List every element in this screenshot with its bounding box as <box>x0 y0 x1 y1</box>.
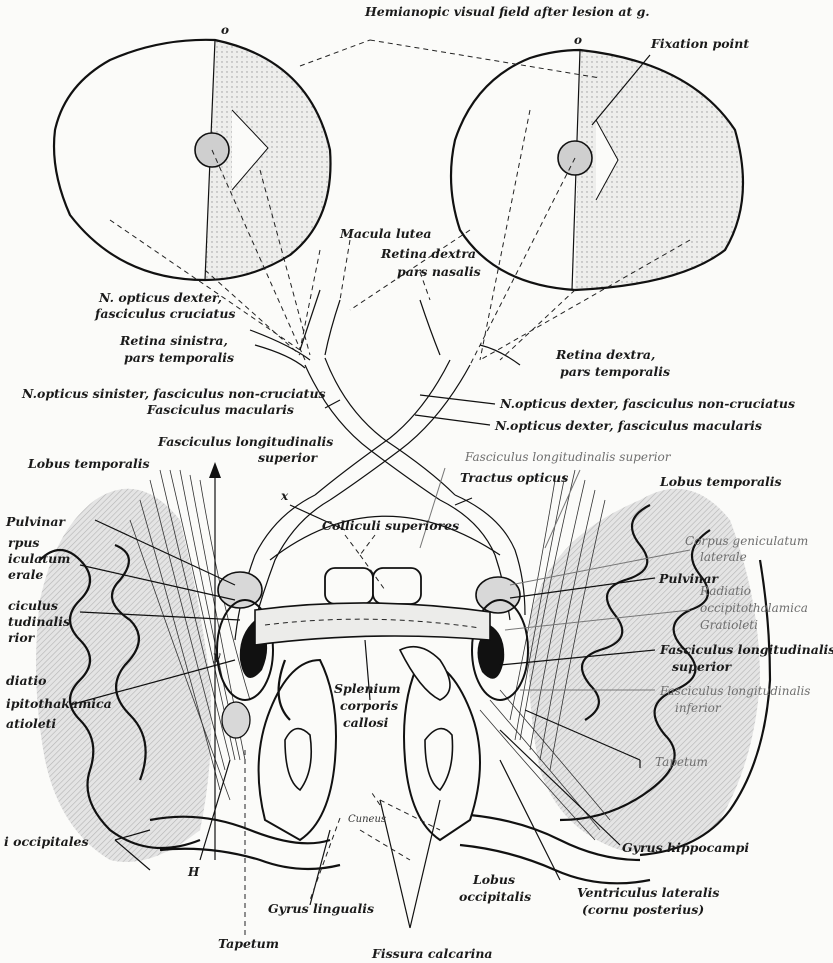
label-retina-dextra-temporalis-1: Retina dextra, <box>555 347 655 362</box>
left-retina-curve <box>250 330 310 360</box>
label-lobus-occipitalis-1: Lobus <box>472 872 515 887</box>
label-fasc-long-sup-right-2: superior <box>672 659 732 674</box>
label-splenium-2: corporis <box>340 698 398 713</box>
label-lobus-occipitalis-2: occipitalis <box>459 889 531 904</box>
left-lower-nucleus <box>222 702 250 738</box>
right-visual-field <box>451 50 743 290</box>
label-macula-lutea: Macula lutea <box>339 226 432 241</box>
label-n-opticus-dexter-cruc-1: N. opticus dexter, <box>98 290 222 305</box>
label-pulvinar-left: Pulvinar <box>5 514 66 529</box>
label-n-opticus-dexter-macularis: N.opticus dexter, fasciculus macularis <box>494 418 762 433</box>
label-ventriculus-1: Ventriculus lateralis <box>577 885 719 900</box>
left-visual-field <box>54 40 331 280</box>
label-tapetum-right: Tapetum <box>655 755 708 769</box>
label-retina-sinistra-2: pars temporalis <box>124 350 234 365</box>
label-n-opticus-dexter-cruc-2: fasciculus cruciatus <box>94 306 235 321</box>
label-retina-dextra-temporalis-2: pars temporalis <box>560 364 670 379</box>
label-fasc-long-sup-left-2: superior <box>258 450 318 465</box>
label-fasc-long-inf-right-2: inferior <box>675 701 722 715</box>
label-lobus-temporalis-left: Lobus temporalis <box>27 456 150 471</box>
label-radiatio-right-2: occipitothalamica <box>700 601 808 615</box>
label-poli-occipitales: i occipitales <box>4 834 89 849</box>
label-splenium-1: Splenium <box>334 681 401 696</box>
label-n-opticus-sinister: N.opticus sinister, fasciculus non-cruci… <box>21 386 326 401</box>
label-radiatio-left-1: diatio <box>6 673 46 688</box>
label-lobus-temporalis-right: Lobus temporalis <box>659 474 782 489</box>
right-pulvinar-body <box>476 577 520 613</box>
label-hemianopic: Hemianopic visual field after lesion at … <box>364 4 650 19</box>
label-fasc-long-sup-left-1: Fasciculus longitudinalis <box>157 434 333 449</box>
right-hemisphere <box>460 470 770 883</box>
label-fasc-long-sup-right-1: Fasciculus longitudinalis <box>659 642 833 657</box>
label-fasc-long-left-cut-1: ciculus <box>8 598 58 613</box>
label-o-right: o <box>574 33 582 47</box>
label-fasc-long-inf-right-1: Fasciculus longitudinalis <box>659 684 810 698</box>
label-colliculi-superiores: Colliculi superiores <box>322 518 459 533</box>
right-colliculus <box>373 568 421 604</box>
label-corpus-gen-right-1: Corpus geniculatum <box>685 534 808 548</box>
label-fissura-calcarina: Fissura calcarina <box>371 946 493 961</box>
label-fasc-long-left-cut-2: tudinalis <box>8 614 70 629</box>
label-ventriculus-2: (cornu posterius) <box>582 902 704 917</box>
splenium-body <box>255 603 490 645</box>
label-gyrus-hippocampi: Gyrus hippocampi <box>622 840 749 855</box>
label-n-opticus-dexter-noncruc: N.opticus dexter, fasciculus non-cruciat… <box>499 396 795 411</box>
label-y: y <box>212 649 221 663</box>
label-cuneus: Cuneus <box>348 814 386 825</box>
label-retina-dextra-nasalis-1: Retina dextra <box>380 246 476 261</box>
label-fasc-long-left-cut-3: rior <box>8 630 36 645</box>
label-retina-sinistra-1: Retina sinistra, <box>119 333 228 348</box>
label-o-left: o <box>221 23 229 37</box>
label-radiatio-right-3: Gratioleti <box>700 618 758 632</box>
label-corpus-gen-right-2: laterale <box>700 550 747 564</box>
label-fasciculus-macularis: Fasciculus macularis <box>146 402 294 417</box>
label-corpus-gen-left-2: iculatum <box>8 551 70 566</box>
label-h: H <box>187 865 200 879</box>
label-radiatio-right-1: Radiatio <box>699 584 751 598</box>
right-optic-nerve <box>330 365 470 500</box>
label-fixation-point: Fixation point <box>650 36 749 51</box>
label-tractus-opticus: Tractus opticus <box>460 470 568 485</box>
label-corpus-gen-left-3: erale <box>8 567 43 582</box>
label-fasc-long-sup-right-light: Fasciculus longitudinalis superior <box>464 450 672 464</box>
label-gyrus-lingualis: Gyrus lingualis <box>268 901 374 916</box>
label-x: x <box>280 489 289 503</box>
left-colliculus <box>325 568 373 604</box>
label-tapetum-bottom: Tapetum <box>218 936 279 951</box>
label-radiatio-left-3: atioleti <box>6 716 56 731</box>
label-retina-dextra-nasalis-2: pars nasalis <box>397 264 481 279</box>
label-corpus-gen-left-1: rpus <box>8 535 39 550</box>
label-radiatio-left-2: ipitothakamica <box>6 696 112 711</box>
label-splenium-3: callosi <box>343 715 389 730</box>
